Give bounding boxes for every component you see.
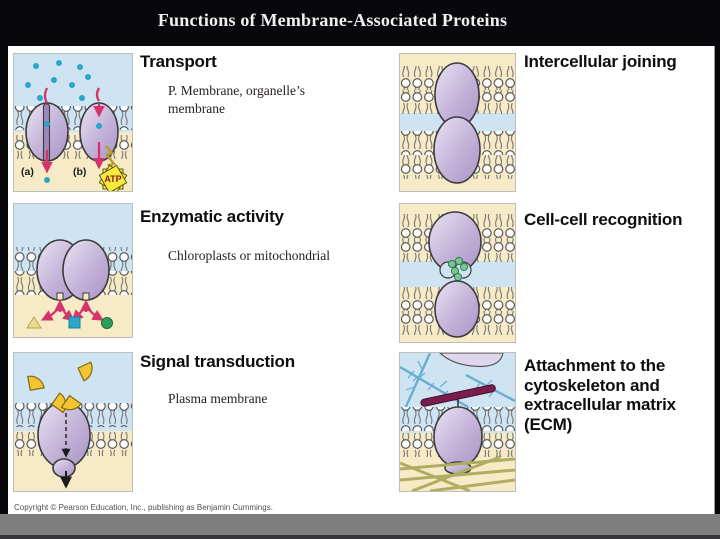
bottom-gray-bar [0,514,720,535]
ecm-attachment-diagram [400,353,515,491]
signal-transduction-heading: Signal transduction [140,352,295,371]
ecm-attachment-heading: Attachment to the cytoskeleton and extra… [524,356,676,434]
intercellular-joining-diagram [400,54,515,191]
enzymatic-activity-heading: Enzymatic activity [140,207,284,226]
signal-transduction-body: Plasma membrane [168,391,268,406]
intercellular-joining-heading: Intercellular joining [524,52,677,71]
transport-diagram: ATP (a) (b) [14,54,132,191]
copyright-notice: Copyright © Pearson Education, Inc., pub… [14,503,273,512]
signal-transduction-diagram [14,353,132,491]
cell-cell-recognition-heading: Cell-cell recognition [524,210,683,229]
transport-body: P. Membrane, organelle’s membrane [168,83,305,116]
atp-starburst: ATP [98,164,128,191]
enzymatic-activity-diagram [14,204,132,337]
slide-content: ATP (a) (b) Transport P. Membrane, organ… [8,46,715,514]
signal-transduction-illustration [13,352,133,492]
bottom-dark-edge [0,535,720,539]
enzymatic-activity-illustration [13,203,133,338]
transport-heading: Transport [140,52,217,71]
enzymatic-activity-body: Chloroplasts or mitochondrial [168,248,330,263]
transport-illustration: ATP (a) (b) [13,53,133,192]
ecm-attachment-illustration [399,352,516,492]
atp-label: ATP [104,174,121,184]
cell-cell-recognition-illustration [399,203,516,343]
intercellular-joining-illustration [399,53,516,192]
label-b: (b) [73,166,86,178]
cell-cell-recognition-diagram [400,204,515,342]
slide-title: Functions of Membrane-Associated Protein… [157,10,508,30]
label-a: (a) [21,166,34,178]
